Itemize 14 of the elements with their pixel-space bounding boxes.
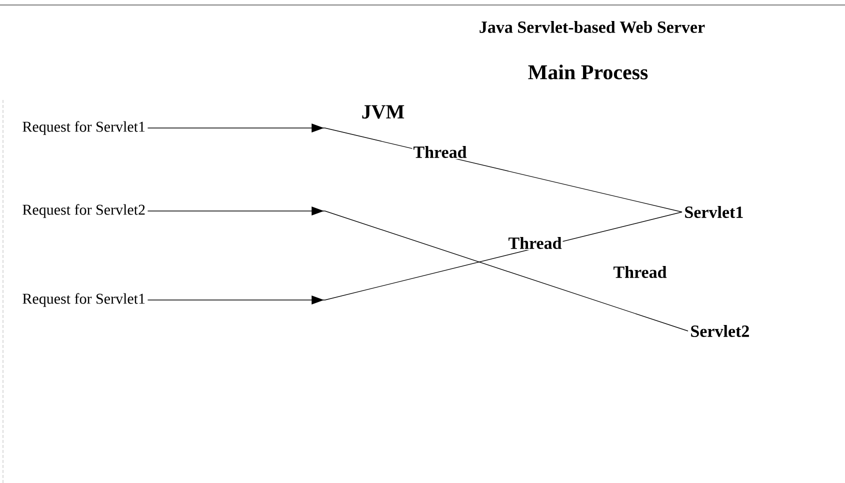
edge-label: Thread	[612, 265, 668, 279]
servlet-label: Servlet2	[691, 325, 749, 337]
heading: Main Process	[528, 64, 648, 80]
request-text: Request for Servlet2	[22, 204, 145, 218]
arrow	[147, 206, 688, 332]
request-text: Request for Servlet1	[22, 121, 145, 135]
servlet-label: Servlet1	[685, 206, 743, 218]
arrow	[147, 212, 682, 304]
title: Java Servlet-based Web Server	[480, 20, 705, 34]
request-text: Request for Servlet1	[22, 293, 145, 307]
heading: JVM	[362, 105, 404, 119]
edge-label: Thread	[412, 145, 468, 159]
edge-label: Thread	[507, 236, 563, 250]
arrow	[147, 124, 682, 212]
